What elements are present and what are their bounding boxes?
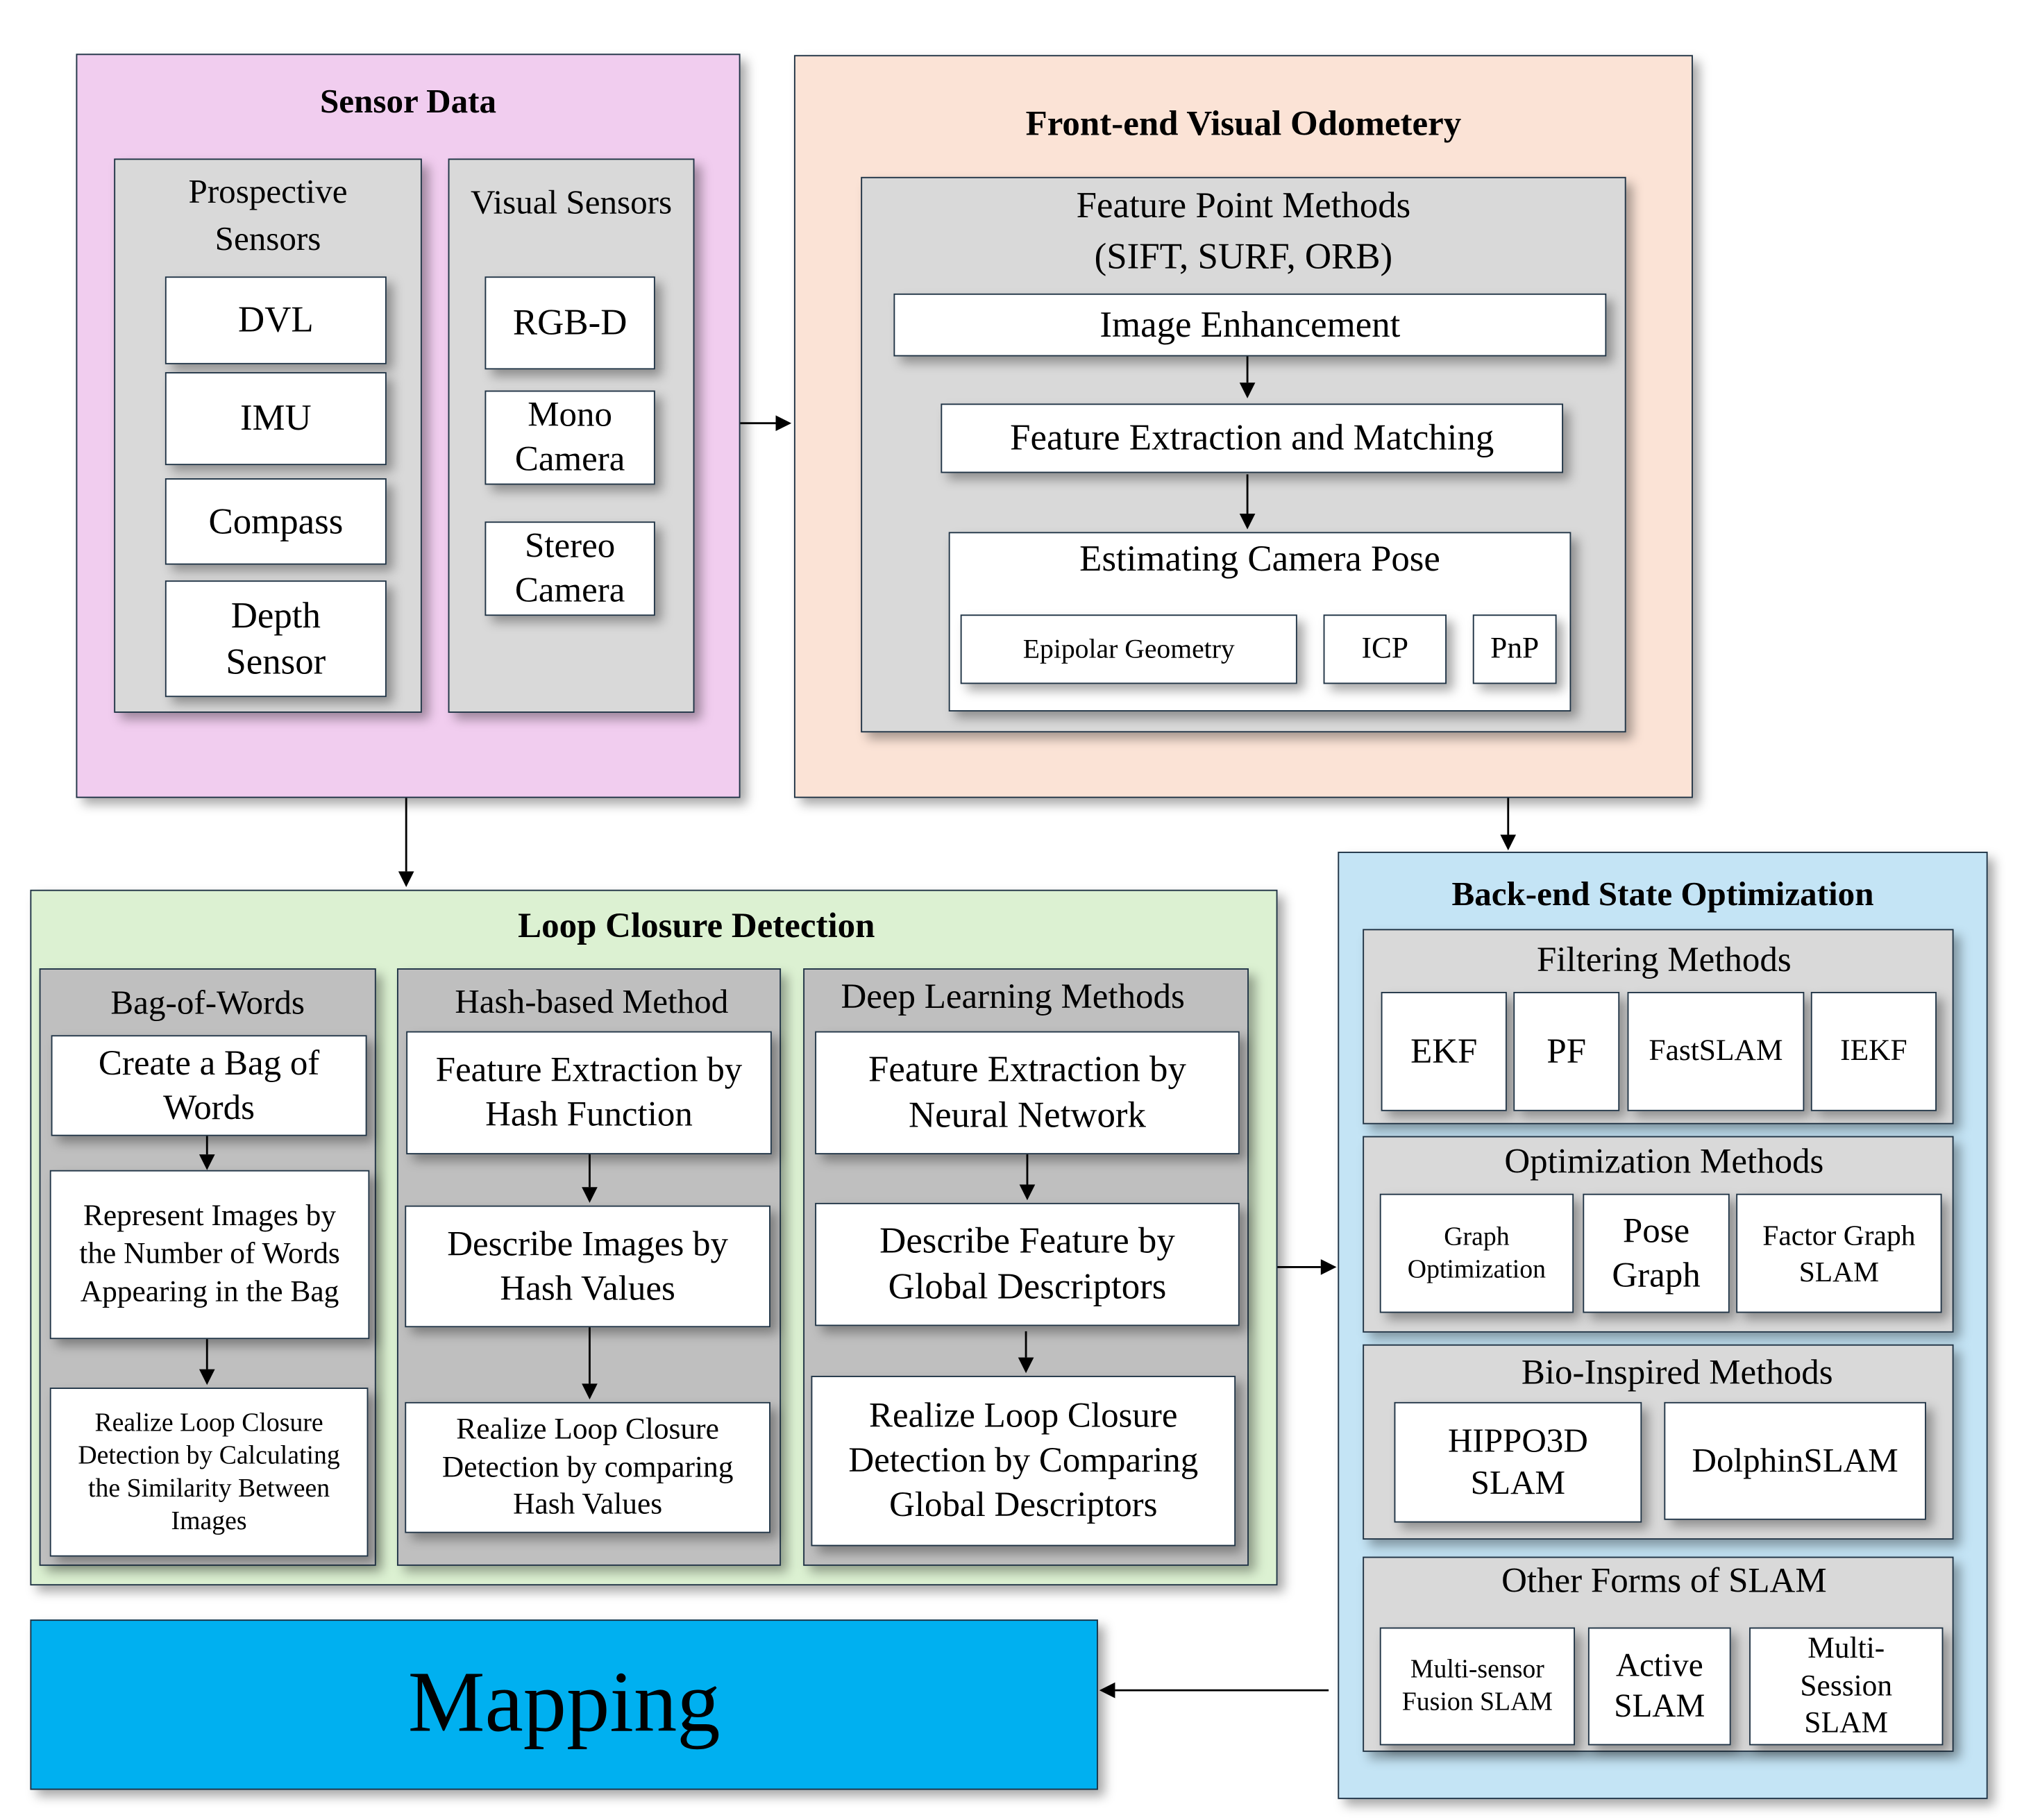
- arrow-bow-1-2: [199, 1136, 215, 1170]
- rgbd-box: [484, 276, 655, 370]
- rgbd-box-label: RGB-D: [512, 303, 627, 344]
- stereo-camera-box-label: Stereo Camera: [514, 525, 625, 609]
- hash-step-3: [405, 1401, 770, 1533]
- hash-step-1-label: Feature Extraction by Hash Function: [435, 1050, 743, 1134]
- dolphinslam-box-label: DolphinSLAM: [1692, 1440, 1898, 1479]
- pnp-box-label: PnP: [1490, 632, 1540, 665]
- fastslam-box-label: FastSLAM: [1649, 1034, 1783, 1067]
- arrow-backend-to-mapping: [1099, 1682, 1329, 1699]
- active-slam-box: [1587, 1627, 1731, 1746]
- deep-step-3-label: Realize Loop Closure Detection by Compar…: [848, 1396, 1199, 1524]
- visual-sensors-title: Visual Sensors: [470, 183, 673, 221]
- mapping-box: [30, 1619, 1098, 1790]
- arrow-hash-2-3: [582, 1327, 598, 1400]
- arrow-deep-2-3: [1018, 1331, 1034, 1374]
- arrow-hash-1-2: [582, 1154, 598, 1203]
- frontend-title: Front-end Visual Odometery: [1025, 103, 1462, 143]
- estimating-camera-pose-title: Estimating Camera Pose: [1079, 539, 1440, 580]
- pose-graph-box-label: Pose Graph: [1612, 1210, 1701, 1295]
- dvl-box: [165, 276, 387, 364]
- hash-step-3-label: Realize Loop Closure Detection by compar…: [441, 1412, 734, 1521]
- mono-camera-box-label: Mono Camera: [514, 394, 625, 479]
- deep-step-1: [815, 1031, 1240, 1155]
- graph-optimization-box: [1379, 1193, 1574, 1313]
- filtering-methods-title: Filtering Methods: [1537, 939, 1792, 979]
- multi-session-slam-box: [1749, 1627, 1944, 1746]
- arrow-extraction-to-pose: [1239, 474, 1256, 530]
- arrow-deep-1-2: [1019, 1154, 1036, 1201]
- other-slam-title: Other Forms of SLAM: [1501, 1560, 1827, 1601]
- icp-box-label: ICP: [1361, 632, 1409, 665]
- image-enhancement-box-label: Image Enhancement: [1099, 304, 1401, 346]
- dolphinslam-box: [1664, 1401, 1926, 1520]
- prospective-sensors-title: Prospective Sensors: [188, 172, 348, 258]
- hippo3d-slam-box: [1394, 1401, 1642, 1523]
- deep-step-2-label: Describe Feature by Global Descriptors: [879, 1221, 1175, 1308]
- arrow-bow-2-3: [199, 1339, 215, 1385]
- bio-inspired-methods-title: Bio-Inspired Methods: [1521, 1352, 1833, 1392]
- ekf-box: [1381, 991, 1507, 1111]
- deep-step-2: [815, 1202, 1240, 1326]
- multi-sensor-fusion-slam-box: [1379, 1627, 1576, 1746]
- multi-session-slam-box-label: Multi- Session SLAM: [1800, 1631, 1893, 1739]
- depth-sensor-box-label: Depth Sensor: [226, 595, 326, 682]
- deep-step-3: [811, 1376, 1236, 1547]
- bow-step-2: [49, 1170, 370, 1340]
- fastslam-box: [1627, 991, 1805, 1111]
- arrow-enhancement-to-extraction: [1239, 356, 1256, 398]
- feature-point-methods-title: Feature Point Methods (SIFT, SURF, ORB): [1076, 185, 1411, 278]
- depth-sensor-box: [165, 580, 387, 698]
- backend-title: Back-end State Optimization: [1451, 875, 1874, 913]
- deep-learning-title: Deep Learning Methods: [841, 976, 1185, 1016]
- arrow-sensor-to-frontend: [740, 415, 792, 432]
- stereo-camera-box: [484, 521, 655, 616]
- imu-box-label: IMU: [239, 398, 312, 439]
- pose-graph-box: [1583, 1193, 1730, 1313]
- bow-step-1: [51, 1035, 367, 1136]
- feature-extraction-matching-box: [941, 403, 1564, 473]
- iekf-box: [1810, 991, 1937, 1111]
- bow-step-1-label: Create a Bag of Words: [98, 1043, 320, 1127]
- compass-box-label: Compass: [208, 501, 344, 542]
- multi-sensor-fusion-slam-box-label: Multi-sensor Fusion SLAM: [1401, 1655, 1553, 1717]
- pf-box: [1513, 991, 1620, 1111]
- hash-based-title: Hash-based Method: [455, 982, 729, 1021]
- arrow-sensor-to-loop: [398, 798, 414, 887]
- deep-step-1-label: Feature Extraction by Neural Network: [868, 1050, 1186, 1136]
- bow-step-2-label: Represent Images by the Number of Words …: [79, 1199, 340, 1308]
- iekf-box-label: IEKF: [1840, 1034, 1907, 1067]
- arrow-loop-to-backend: [1277, 1259, 1337, 1275]
- icp-box: [1323, 614, 1447, 684]
- mono-camera-box: [484, 390, 655, 485]
- bag-of-words-title: Bag-of-Words: [110, 984, 305, 1022]
- graph-optimization-box-label: Graph Optimization: [1407, 1222, 1547, 1284]
- bow-step-3: [49, 1388, 369, 1557]
- pf-box-label: PF: [1547, 1030, 1587, 1070]
- epipolar-geometry-box: [960, 614, 1297, 684]
- compass-box: [165, 478, 387, 565]
- loop-closure-title: Loop Closure Detection: [518, 905, 875, 945]
- arrow-frontend-to-backend: [1500, 798, 1517, 851]
- mapping-title: Mapping: [407, 1654, 720, 1751]
- active-slam-box-label: Active SLAM: [1614, 1648, 1705, 1725]
- bow-step-3-label: Realize Loop Closure Detection by Calcul…: [78, 1408, 340, 1535]
- hash-step-2: [405, 1205, 770, 1328]
- hash-step-2-label: Describe Images by Hash Values: [447, 1223, 729, 1307]
- hash-step-1: [406, 1031, 772, 1155]
- factor-graph-slam-box: [1736, 1193, 1942, 1313]
- factor-graph-slam-box-label: Factor Graph SLAM: [1762, 1218, 1916, 1288]
- imu-box: [165, 372, 387, 466]
- dvl-box-label: DVL: [238, 300, 314, 341]
- hippo3d-slam-box-label: HIPPO3D SLAM: [1447, 1421, 1588, 1502]
- image-enhancement-box: [893, 293, 1607, 357]
- pnp-box: [1472, 614, 1557, 684]
- sensor-data-title: Sensor Data: [319, 82, 497, 121]
- optimization-methods-title: Optimization Methods: [1504, 1141, 1824, 1181]
- feature-extraction-matching-box-label: Feature Extraction and Matching: [1010, 418, 1494, 459]
- ekf-box-label: EKF: [1410, 1030, 1478, 1070]
- epipolar-geometry-box-label: Epipolar Geometry: [1022, 633, 1235, 665]
